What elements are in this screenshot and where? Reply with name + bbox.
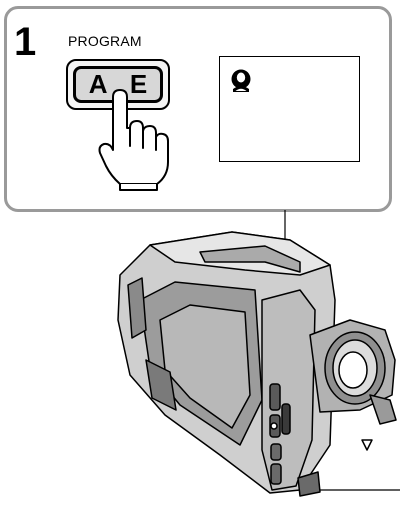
- pointing-hand-icon: [100, 90, 169, 190]
- camcorder-icon: [118, 232, 396, 496]
